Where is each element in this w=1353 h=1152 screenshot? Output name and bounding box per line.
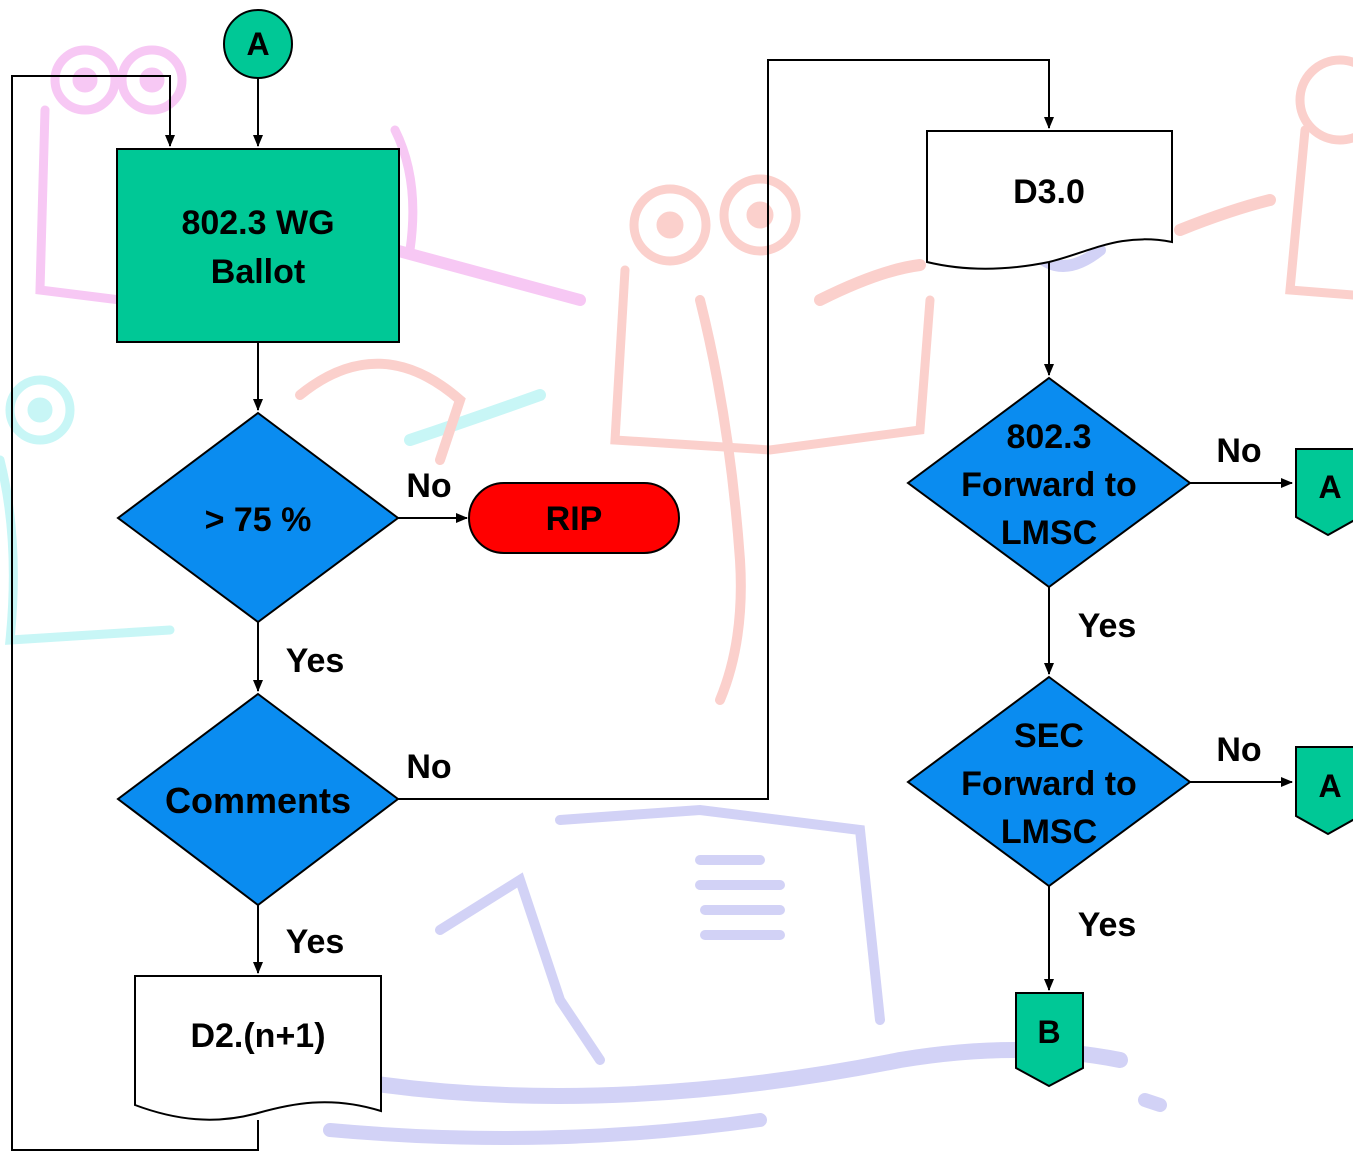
connector-a-right-2: A — [1295, 746, 1353, 836]
printer-clipart — [323, 224, 1167, 1145]
comments-decision: Comments — [116, 692, 400, 907]
forward-8023-yes-label: Yes — [1078, 607, 1137, 645]
ballot-label-line-1: 802.3 WG — [181, 204, 334, 242]
flow-lines — [11, 59, 1293, 1151]
forward-8023-label-line-2: Forward to — [961, 466, 1137, 504]
forward-sec-no-label: No — [1216, 731, 1261, 769]
comments-yes-label: Yes — [286, 923, 345, 961]
ballot-process-box: 802.3 WG Ballot — [116, 148, 400, 343]
rip-label: RIP — [546, 500, 603, 538]
connector-a-top: A — [223, 9, 293, 79]
tape-recorder-clipart — [295, 55, 1353, 705]
forward-sec-label-line-2: Forward to — [961, 765, 1137, 803]
threshold-no-label: No — [406, 467, 451, 505]
connector-a-right-1-label: A — [1318, 469, 1341, 505]
d3-label: D3.0 — [1013, 173, 1085, 211]
ballot-label-line-2: Ballot — [211, 253, 305, 291]
forward-8023-no-label: No — [1216, 432, 1261, 470]
comments-no-label: No — [406, 748, 451, 786]
connector-b-label: B — [1037, 1014, 1060, 1050]
threshold-decision: > 75 % — [116, 411, 400, 624]
forward-8023-decision: 802.3 Forward to LMSC — [906, 376, 1192, 589]
threshold-yes-label: Yes — [286, 642, 345, 680]
d2-document: D2.(n+1) — [134, 975, 382, 1121]
forward-sec-yes-label: Yes — [1078, 906, 1137, 944]
connector-a-right-2-label: A — [1318, 768, 1341, 804]
connector-a-top-label: A — [246, 26, 269, 62]
threshold-label: > 75 % — [205, 501, 312, 539]
forward-sec-label-line-1: SEC — [1014, 717, 1084, 755]
forward-8023-label-line-3: LMSC — [1001, 514, 1097, 552]
forward-sec-decision: SEC Forward to LMSC — [906, 675, 1192, 888]
d3-document: D3.0 — [926, 130, 1173, 270]
rip-terminator: RIP — [468, 482, 680, 554]
connector-a-right-1: A — [1295, 448, 1353, 537]
comments-label: Comments — [165, 780, 351, 821]
connector-b-bottom: B — [1015, 992, 1084, 1088]
forward-8023-label-line-1: 802.3 — [1006, 418, 1091, 456]
forward-sec-label-line-3: LMSC — [1001, 813, 1097, 851]
d2-label: D2.(n+1) — [190, 1017, 325, 1055]
